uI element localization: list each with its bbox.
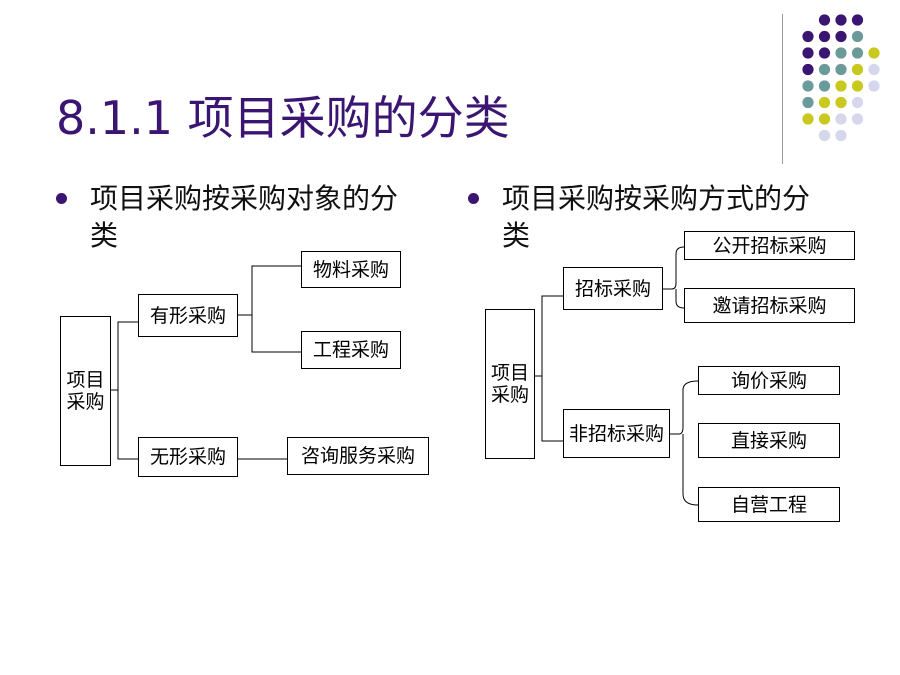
- connector-line: [534, 295, 563, 377]
- bullet-icon: [468, 193, 479, 204]
- decorative-dot: [851, 30, 864, 43]
- decorative-dot: [868, 63, 880, 76]
- bullet-icon: [56, 193, 67, 204]
- decorative-dot: [818, 129, 831, 142]
- decorative-dot: [851, 63, 864, 76]
- decorative-dot: [835, 14, 847, 26]
- decorative-dot: [851, 113, 864, 125]
- connector-line: [675, 289, 685, 309]
- decorative-dot: [802, 96, 814, 109]
- decorative-dot: [835, 96, 847, 109]
- node-left-root: 项目采购: [60, 316, 111, 466]
- node-self-operated: 自营工程: [698, 487, 840, 522]
- connector-line: [670, 380, 699, 435]
- decorative-dot: [802, 80, 814, 92]
- node-materials: 物料采购: [301, 251, 401, 288]
- decorative-dot: [835, 129, 847, 142]
- decorative-dot: [835, 80, 847, 92]
- node-non-tender: 非招标采购: [563, 409, 670, 458]
- node-inquiry: 询价采购: [698, 366, 840, 395]
- node-invited-tender: 邀请招标采购: [684, 288, 855, 323]
- decorative-dot: [802, 47, 814, 59]
- decorative-dot: [802, 30, 814, 43]
- node-consulting: 咨询服务采购: [287, 437, 429, 475]
- decorative-dot: [818, 14, 831, 26]
- node-open-tender: 公开招标采购: [684, 231, 855, 260]
- connector-line: [682, 434, 699, 506]
- decorative-dot: [835, 113, 847, 125]
- decorative-dot: [818, 63, 831, 76]
- decorative-dot: [851, 96, 864, 109]
- decorative-dot: [851, 47, 864, 59]
- node-right-root: 项目采购: [485, 309, 535, 459]
- decorative-dot: [818, 47, 831, 59]
- node-tender: 招标采购: [563, 267, 663, 310]
- connector-line: [541, 376, 563, 442]
- slide-title: 8.1.1 项目采购的分类: [56, 91, 510, 145]
- connector-line: [663, 246, 685, 290]
- connector-line: [251, 315, 301, 353]
- decorative-dot: [851, 14, 864, 26]
- connector-line: [238, 265, 301, 316]
- bullet-by-method: 项目采购按采购方式的分类: [502, 182, 811, 252]
- decorative-divider: [782, 14, 783, 164]
- node-intangible: 无形采购: [138, 437, 238, 477]
- decorative-dot: [835, 63, 847, 76]
- decorative-dot: [818, 113, 831, 125]
- bullet-by-object: 项目采购按采购对象的分类: [90, 182, 399, 252]
- decorative-dot: [835, 30, 847, 43]
- node-direct: 直接采购: [698, 423, 840, 458]
- decorative-dot: [868, 80, 880, 92]
- node-engineering: 工程采购: [301, 331, 401, 369]
- decorative-dot: [868, 47, 880, 59]
- decorative-dot: [802, 113, 814, 125]
- connector-line: [110, 321, 138, 391]
- node-tangible: 有形采购: [138, 294, 238, 337]
- decorative-dot: [835, 47, 847, 59]
- decorative-dot: [818, 80, 831, 92]
- decorative-dot: [802, 63, 814, 76]
- connector-line: [117, 390, 138, 460]
- decorative-dot: [818, 96, 831, 109]
- decorative-dot: [818, 30, 831, 43]
- decorative-dot: [851, 80, 864, 92]
